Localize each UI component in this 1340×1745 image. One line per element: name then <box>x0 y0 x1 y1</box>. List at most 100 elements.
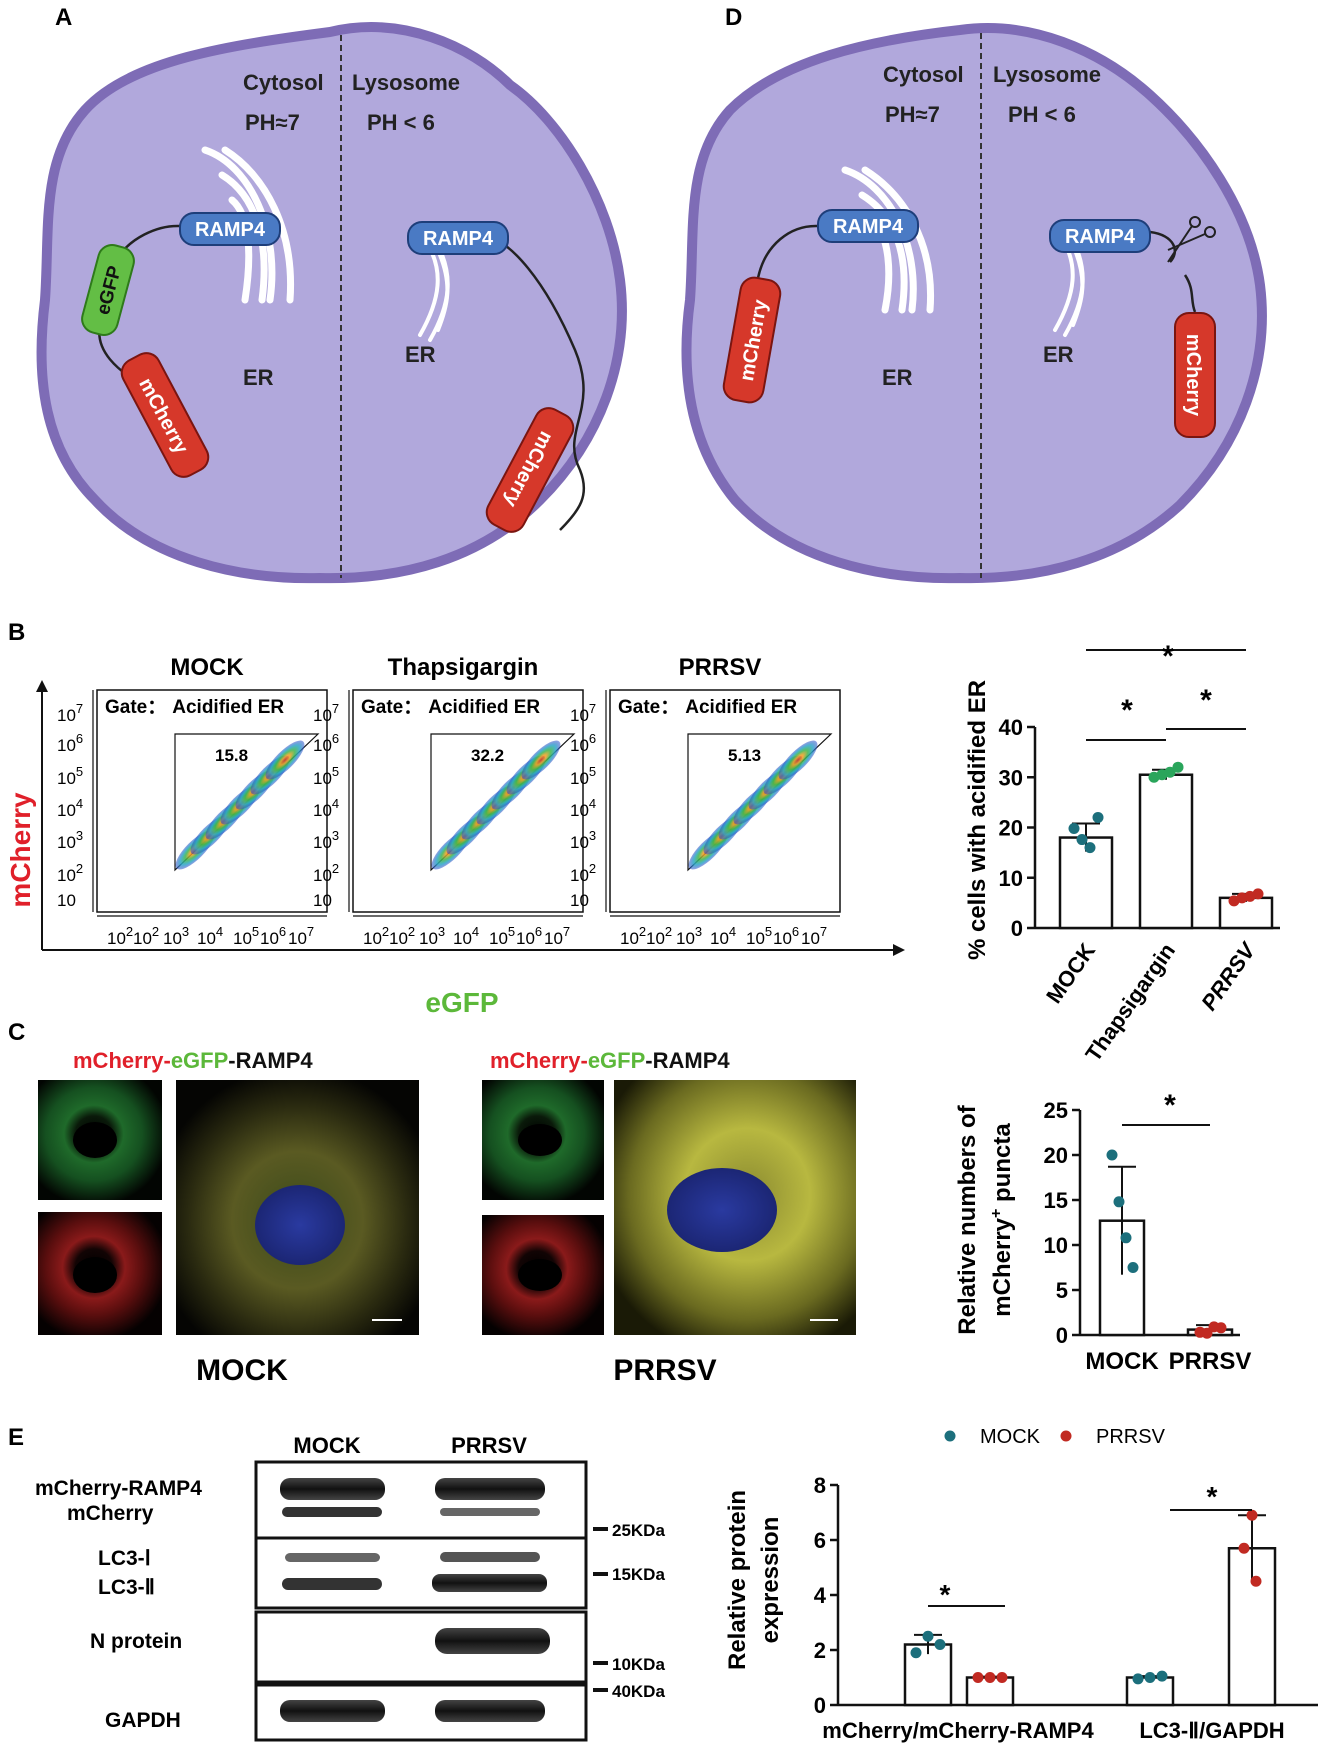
e-band-label-mcherry-ramp4: mCherry-RAMP4 <box>35 1477 202 1500</box>
linker-d-left <box>756 224 819 279</box>
chart2-y-tick-label: 20 <box>1044 1143 1068 1168</box>
chart3-legend-label: PRRSV <box>1096 1426 1166 1448</box>
chart2-sig-star: * <box>1164 1089 1176 1122</box>
chart3-y-tick-label: 4 <box>814 1583 827 1608</box>
e-marker-15: 15KDa <box>612 1565 665 1584</box>
e-marker-25: 25KDa <box>612 1521 665 1540</box>
chart1-point <box>1076 834 1088 846</box>
chart2-point <box>1120 1232 1132 1244</box>
chart1-category: PRRSV <box>1196 937 1261 1015</box>
chart2-y-tick-label: 25 <box>1044 1098 1068 1123</box>
chart3-point <box>972 1672 984 1683</box>
flow-ytick: 102 <box>570 861 596 885</box>
chart3-y-tick-label: 6 <box>814 1528 826 1553</box>
flow-xtick: 103 <box>163 924 189 948</box>
flow-xtick: 103 <box>419 924 445 948</box>
flow-xtick: 102 <box>620 924 646 948</box>
ramp4-label-d-left: RAMP4 <box>833 216 904 238</box>
chart1-category: MOCK <box>1041 938 1100 1007</box>
flow-xtick: 106 <box>260 924 286 948</box>
band-gapdh-mock <box>280 1700 385 1722</box>
chart3-point <box>1156 1670 1168 1682</box>
chart3-legend-label: MOCK <box>980 1426 1041 1448</box>
lysosome-label-a: Lysosome <box>352 70 460 95</box>
chart3-point <box>1238 1542 1250 1554</box>
flow-xtick: 103 <box>676 924 702 948</box>
flow-ytick: 10 <box>57 891 76 910</box>
chart1-y-tick-label: 40 <box>999 715 1023 740</box>
e-band-label-lc3-2: LC3-Ⅱ <box>98 1576 155 1599</box>
chart3-category: mCherry/mCherry-RAMP4 <box>822 1718 1094 1743</box>
chart1-sig-star: * <box>1121 694 1133 727</box>
flow-plot-title: PRRSV <box>679 654 762 681</box>
chart3-point <box>1250 1575 1262 1587</box>
panel-letter-a: A <box>55 4 72 31</box>
flow-ytick: 105 <box>57 764 83 788</box>
chart2-category: PRRSV <box>1169 1348 1252 1375</box>
chart1-point <box>1084 842 1096 854</box>
chart1-bar <box>1218 896 1274 930</box>
chart3-ylabel-1: Relative protein <box>724 1490 751 1670</box>
e-marker-40: 40KDa <box>612 1682 665 1701</box>
chart2-point <box>1215 1322 1227 1334</box>
flow-ytick: 102 <box>313 861 339 885</box>
lysosome-label-d: Lysosome <box>993 62 1101 87</box>
c-caption-prrsv: mCherry-eGFP-RAMP4 <box>490 1048 730 1073</box>
chart2-point <box>1201 1327 1213 1339</box>
ramp4-d-right <box>1049 219 1151 253</box>
flow-xtick: 102 <box>363 924 389 948</box>
band-mcherry-ramp4-mock <box>280 1478 385 1500</box>
e-lane-prrsv: PRRSV <box>451 1433 527 1458</box>
chart3-point <box>910 1647 922 1659</box>
e-band-label-mcherry: mCherry <box>67 1502 154 1525</box>
svg-text:mCherry: mCherry <box>1182 334 1204 417</box>
linker-a-right <box>484 234 586 531</box>
ramp4-a-left <box>179 212 281 246</box>
flow-gate-label: Gate：Acidified ER <box>105 697 284 718</box>
chart2-ylabel-2: mCherry+ puncta <box>988 1123 1016 1317</box>
b-y-arrowhead <box>36 680 48 692</box>
panel-e: E MOCK PRRSV mCherry-RAMP4 mCherry LC3-Ⅰ… <box>8 1424 1318 1743</box>
flow-plot-title: MOCK <box>170 654 244 681</box>
ph-lysosome-a: PH < 6 <box>367 110 435 135</box>
chart1-bar <box>1058 836 1114 930</box>
chart3-bar <box>965 1676 1015 1707</box>
mcherry-d-left: mCherry <box>722 276 782 404</box>
flow-ytick: 103 <box>570 828 596 852</box>
flow-gate-value: 15.8 <box>215 746 248 765</box>
ph-cytosol-a: PH≈7 <box>245 110 300 135</box>
chart1-point <box>1172 761 1184 773</box>
scissors-icon <box>1167 216 1216 263</box>
ph-cytosol-d: PH≈7 <box>885 102 940 127</box>
chart2-ylabel-1: Relative numbers of <box>954 1104 981 1334</box>
chart1-sig-star: * <box>1200 684 1212 717</box>
flow-ytick: 103 <box>313 828 339 852</box>
flow-xtick: 105 <box>746 924 772 948</box>
flow-xtick: 102 <box>646 924 672 948</box>
panel-a: A Cytosol Lysosome PH≈7 PH < 6 ER ER RAM… <box>36 4 627 584</box>
c-caption-mock: mCherry-eGFP-RAMP4 <box>73 1048 313 1073</box>
flow-xtick: 105 <box>489 924 515 948</box>
ramp4-a-right <box>407 221 509 255</box>
e-marker-10: 10KDa <box>612 1655 665 1674</box>
flow-event-density <box>521 740 561 780</box>
chart3-legend-marker <box>944 1430 956 1442</box>
er-label-a-right: ER <box>405 342 436 367</box>
flow-event-cloud <box>688 740 818 870</box>
flow-xtick: 105 <box>233 924 259 948</box>
flow-ytick: 104 <box>57 796 83 820</box>
chart2-category: MOCK <box>1085 1348 1159 1375</box>
chart3-y-tick-label: 0 <box>814 1693 826 1718</box>
flow-plot-title: Thapsigargin <box>388 654 539 681</box>
chart2-y-tick-label: 15 <box>1044 1188 1068 1213</box>
panel-c: C mCherry-eGFP-RAMP4 mCherry-eGFP-RAMP4 … <box>8 1019 1251 1387</box>
flow-ytick: 102 <box>57 861 83 885</box>
chart1-point <box>1092 811 1104 823</box>
flow-ytick: 107 <box>570 701 596 725</box>
micro-mock-nucleus <box>255 1185 345 1265</box>
